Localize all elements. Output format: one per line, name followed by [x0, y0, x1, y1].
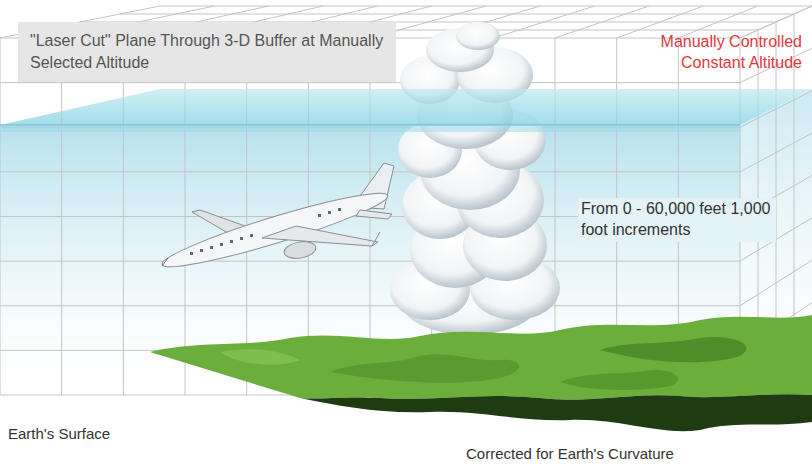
cut-plane-thickness	[0, 125, 740, 132]
curvature-label: Corrected for Earth's Curvature	[466, 444, 766, 464]
altitude-range-note: From 0 - 60,000 feet 1,000 foot incremen…	[578, 198, 776, 242]
callout-box: "Laser Cut" Plane Through 3-D Buffer at …	[18, 22, 396, 82]
grid-line	[0, 82, 740, 83]
surface-label: Earth's Surface	[8, 424, 208, 444]
grid-line	[0, 261, 740, 262]
terrain	[150, 315, 812, 431]
grid-line	[0, 171, 740, 172]
grid-line	[160, 6, 812, 7]
callout-text: "Laser Cut" Plane Through 3-D Buffer at …	[30, 30, 384, 73]
airplane	[158, 163, 394, 277]
grid-line	[120, 14, 794, 15]
grid-line	[0, 305, 740, 306]
altitude-note: Manually Controlled Constant Altitude	[598, 32, 802, 74]
storm-cloud	[390, 22, 560, 335]
cut-plane	[0, 89, 812, 125]
